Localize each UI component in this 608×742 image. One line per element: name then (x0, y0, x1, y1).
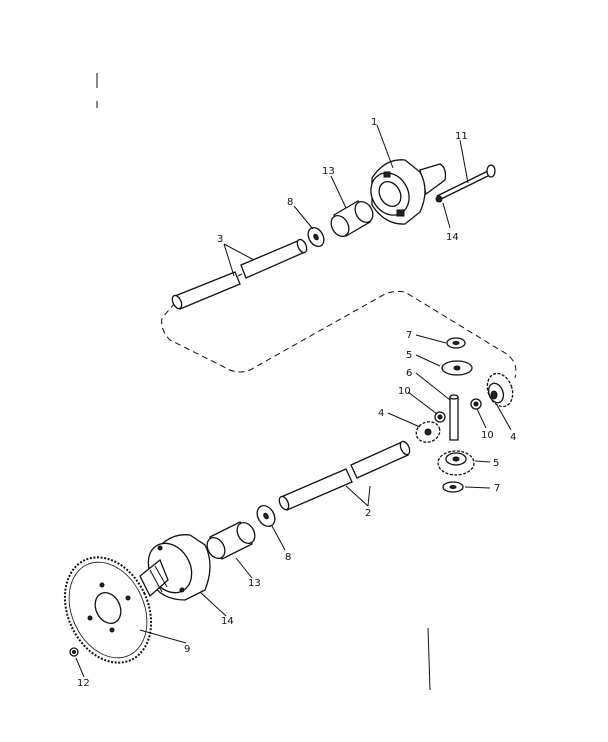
bevel-gear-part-5-bottom (437, 450, 475, 476)
label-part-10-left: 10 (398, 386, 411, 397)
nut-part-14-top (435, 195, 443, 203)
label-part-11: 11 (455, 131, 468, 142)
bevel-gear-part-4-left (415, 421, 441, 443)
label-part-10-right: 10 (481, 430, 494, 441)
washer-part-8-bottom (256, 505, 276, 527)
label-part-13-bottom: 13 (248, 578, 261, 589)
bolt-part-11 (436, 164, 496, 201)
sleeve-part-13-bottom (206, 521, 256, 560)
label-part-3: 3 (217, 234, 223, 245)
shaft-part-3 (171, 238, 308, 310)
label-part-8-top: 8 (287, 197, 293, 208)
label-part-8-bottom: 8 (285, 552, 291, 563)
label-part-12: 12 (77, 678, 90, 689)
label-part-6: 6 (406, 368, 412, 379)
label-part-7-top: 7 (406, 330, 412, 341)
pin-part-6 (449, 394, 459, 441)
shaft-part-2 (278, 440, 411, 511)
sprocket-part-9 (63, 556, 153, 664)
bevel-gear-part-4-right (486, 372, 514, 408)
scan-mark (427, 627, 431, 691)
label-part-4-left: 4 (378, 408, 384, 419)
label-part-9: 9 (184, 644, 190, 655)
sleeve-part-13-top (330, 200, 374, 237)
label-part-14-top: 14 (446, 232, 459, 243)
label-part-14-bottom: 14 (221, 616, 234, 627)
label-part-5-bottom: 5 (493, 458, 499, 469)
label-part-13-top: 13 (322, 166, 335, 177)
label-part-7-bottom: 7 (494, 483, 500, 494)
label-part-4-right: 4 (510, 432, 516, 443)
label-part-1: 1 (371, 117, 377, 128)
assembly-connector-dashed-line (161, 290, 517, 379)
label-part-2: 2 (365, 508, 371, 519)
washer-part-8-top (307, 227, 325, 247)
leader-lines (75, 124, 512, 678)
housing-part-1 (370, 159, 447, 225)
hub-part-14-bottom (139, 534, 211, 601)
label-part-5-top: 5 (406, 350, 412, 361)
